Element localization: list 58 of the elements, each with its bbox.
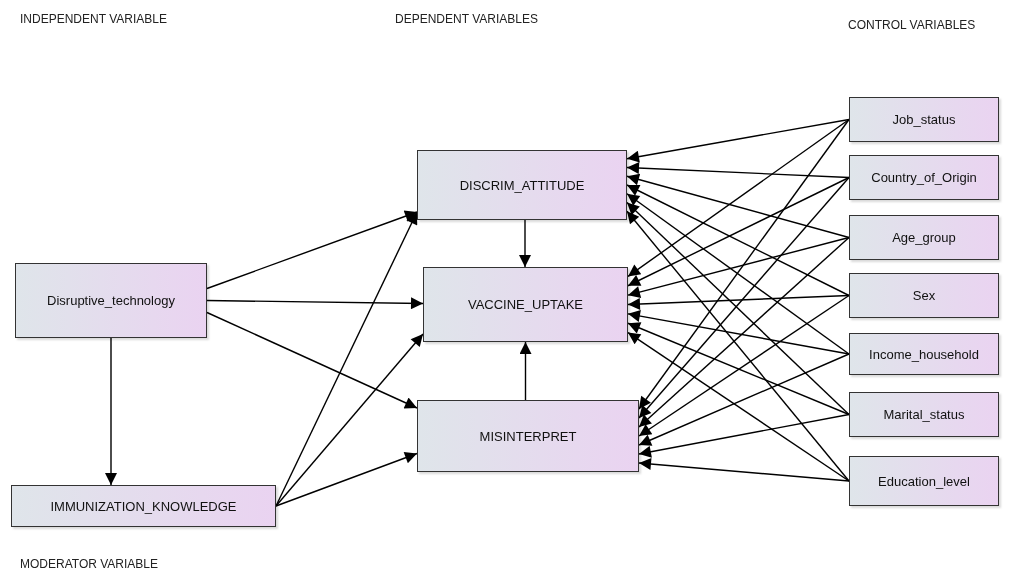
arrow [275,211,418,507]
variable-name: Job_status [892,112,956,127]
arrow [626,173,850,239]
variable-name: VACCINE_UPTAKE [467,297,584,312]
arrow [206,210,418,290]
variable-box [849,215,999,260]
variable-box [849,456,999,506]
group-heading: CONTROL VARIABLES [848,18,976,32]
arrow [626,118,850,163]
arrow [275,333,424,507]
arrow [627,118,850,278]
variable-name: Age_group [892,230,956,245]
arrow [626,162,850,179]
arrow [627,322,850,416]
variable-name: MISINTERPRET [479,428,577,444]
arrow [626,201,850,416]
arrow [626,184,850,297]
variable-box [849,273,999,318]
variable-box [15,263,207,338]
arrow [275,452,418,507]
variable-box [417,400,639,472]
arrow [638,413,850,458]
arrow [638,294,850,437]
variable-name: Education_level [878,473,970,489]
group-heading: INDEPENDENT VARIABLE [20,12,167,26]
arrow [638,236,850,428]
arrow [638,176,850,419]
variable-name: Sex [912,288,936,303]
arrow [206,297,424,310]
arrow [627,176,850,287]
variable-name: Income_household [869,346,979,362]
arrow [627,331,850,482]
arrow [638,118,850,410]
arrow [626,193,850,355]
group-heading: DEPENDENT VARIABLES [395,12,538,26]
variable-box [423,267,628,342]
arrow [627,236,850,298]
variable-name: Country_of_Origin [871,170,977,185]
variable-box [11,485,276,527]
variable-box [849,97,999,142]
arrow [638,458,850,482]
variable-box [417,150,627,220]
arrow [519,341,532,401]
group-heading: MODERATOR VARIABLE [20,557,159,571]
arrow [627,310,850,355]
variable-box [849,333,999,375]
arrow [105,337,117,486]
arrow [627,294,850,310]
variable-name: Marital_status [883,407,965,422]
variable-name: IMMUNIZATION_KNOWLEDGE [50,498,237,514]
variable-box [849,392,999,437]
variable-name: DISCRIM_ATTITUDE [459,177,585,193]
variable-box [849,155,999,200]
arrow [519,219,531,268]
arrow [638,353,850,446]
arrow [626,210,850,482]
arrow [206,311,418,409]
variable-name: Disruptive_technology [47,293,175,308]
